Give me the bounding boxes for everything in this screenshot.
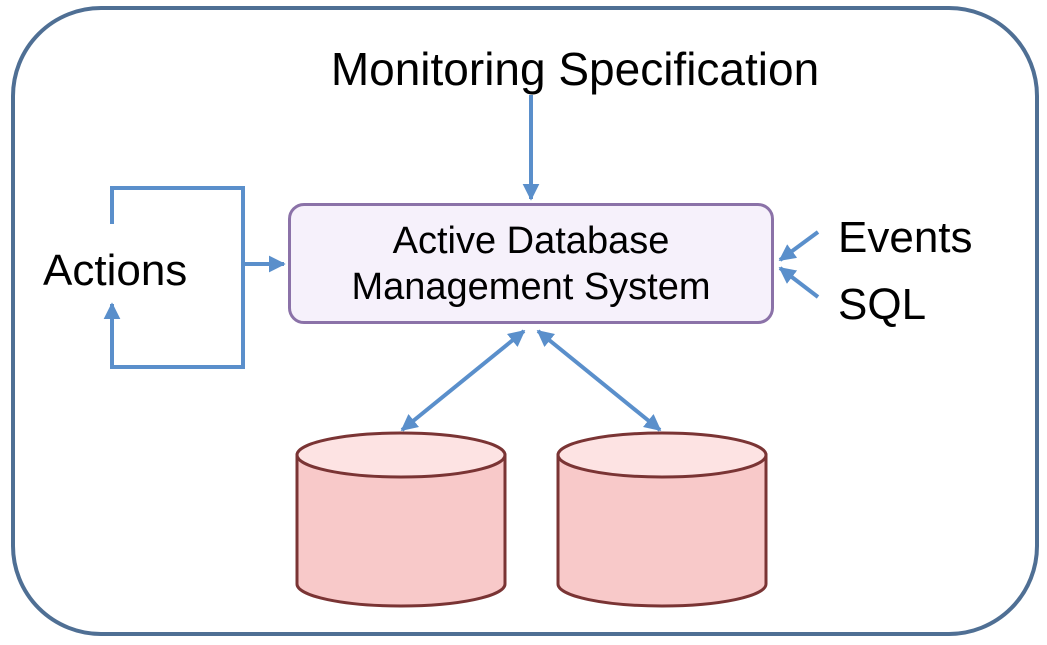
dbms-label-line-2: Management System [351,265,711,308]
events-label: Events [838,213,973,262]
database-cylinder-2 [556,431,768,608]
events-arrow [778,230,820,262]
database-2-link [536,329,662,432]
database-1-link [400,329,526,432]
database-cylinder-1 [295,431,507,608]
sql-arrow [778,266,820,299]
actions-label: Actions [43,246,188,295]
monitoring-specification-label: Monitoring Specification [330,43,820,95]
dbms-box: Active Database Management System [288,203,774,324]
actions-loop-connector [103,186,245,369]
sql-label: SQL [838,280,927,329]
dbms-label-line-1: Active Database [392,219,670,262]
